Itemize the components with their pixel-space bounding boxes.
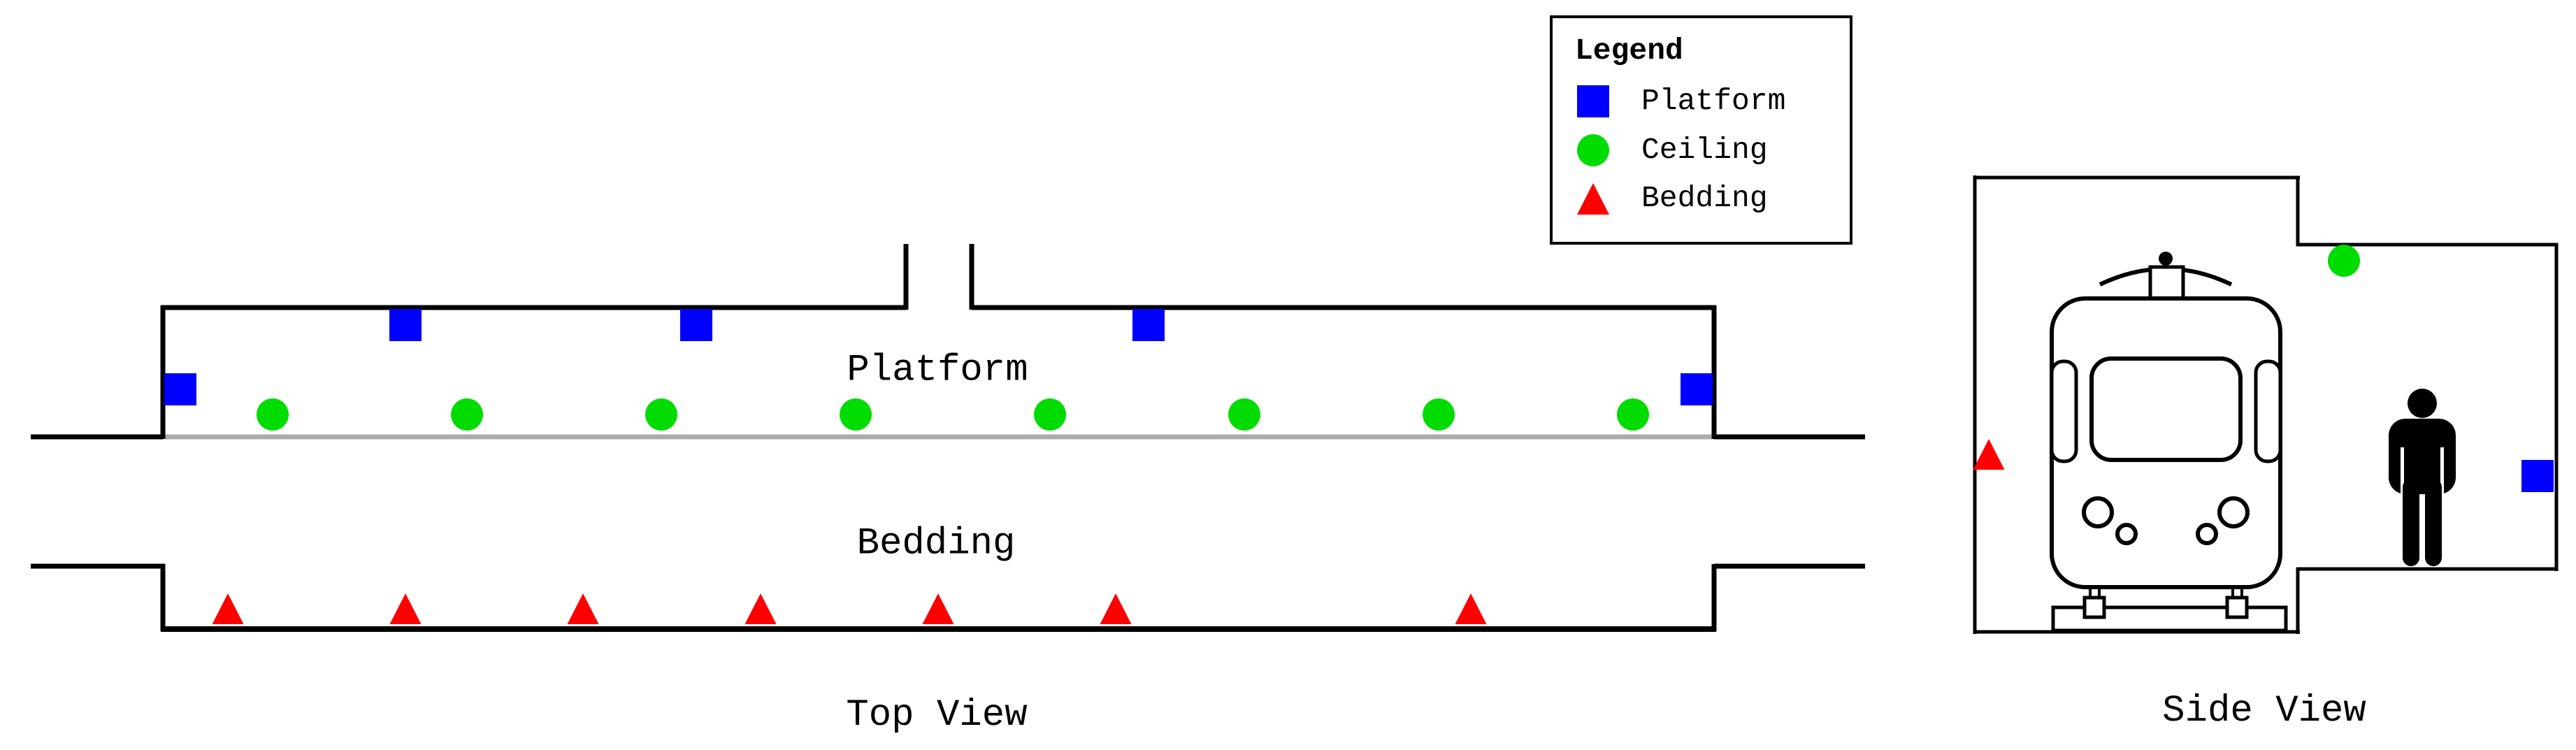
- person-leg-left: [2403, 479, 2419, 566]
- legend-item-label: Bedding: [1641, 181, 1768, 215]
- train-headlight-left-small: [2115, 523, 2138, 545]
- person-head: [2408, 389, 2437, 418]
- platform-marker: [680, 309, 712, 341]
- train-pantograph-base: [2148, 265, 2185, 301]
- person-torso: [2389, 419, 2456, 494]
- bedding-marker: [1100, 593, 1132, 624]
- platform-marker: [164, 373, 196, 405]
- person-figure: [2389, 389, 2456, 566]
- platform-square-swatch: [1577, 85, 1609, 117]
- train: [2050, 252, 2282, 619]
- train-wheel-left: [2082, 596, 2106, 619]
- top-view-bedding-label: Bedding: [856, 522, 1016, 565]
- ceiling-marker: [2328, 245, 2360, 277]
- ceiling-marker: [1034, 398, 1066, 431]
- person-arm-gap-left: [2401, 447, 2404, 496]
- ceiling-marker: [1617, 398, 1649, 431]
- side-view-caption: Side View: [2162, 690, 2366, 733]
- ceiling-marker: [1423, 398, 1455, 431]
- train-pantograph-knob: [2159, 252, 2173, 266]
- platform-marker: [389, 309, 422, 341]
- bedding-triangle-swatch: [1577, 183, 1609, 215]
- bedding-marker: [1973, 439, 2005, 470]
- top-view-structure: [31, 244, 1865, 632]
- legend: Legend Platform Ceiling Bedding: [1550, 15, 1852, 245]
- bedding-marker: [1455, 593, 1487, 624]
- train-headlight-left-large: [2082, 496, 2114, 528]
- bedding-marker: [389, 593, 422, 624]
- train-headlight-right-large: [2217, 496, 2250, 528]
- platform-marker: [1132, 309, 1165, 341]
- ceiling-marker: [451, 398, 483, 431]
- sensor-markers: [164, 245, 2554, 624]
- legend-item-label: Platform: [1641, 84, 1786, 118]
- bedding-marker: [567, 593, 599, 624]
- bedding-marker: [212, 593, 244, 624]
- person-arm-gap-right: [2440, 447, 2444, 496]
- ceiling-circle-swatch: [1577, 134, 1609, 166]
- top-view-caption: Top View: [846, 694, 1028, 737]
- train-headlight-right-small: [2196, 523, 2218, 545]
- platform-marker: [1681, 373, 1713, 405]
- legend-item-label: Ceiling: [1641, 133, 1768, 167]
- person-leg-right: [2425, 479, 2442, 566]
- bedding-marker: [744, 593, 777, 624]
- platform-marker: [2521, 460, 2554, 492]
- ceiling-marker: [840, 398, 872, 431]
- train-side-panel-left: [2050, 359, 2078, 463]
- train-side-panel-right: [2254, 359, 2282, 463]
- ceiling-marker: [257, 398, 289, 431]
- ceiling-marker: [1228, 398, 1260, 431]
- ceiling-marker: [645, 398, 677, 431]
- legend-title: Legend: [1575, 34, 1683, 68]
- top-view-platform-label: Platform: [847, 349, 1028, 392]
- bedding-marker: [922, 593, 954, 624]
- train-wheel-right: [2225, 596, 2249, 619]
- train-windshield: [2089, 356, 2243, 462]
